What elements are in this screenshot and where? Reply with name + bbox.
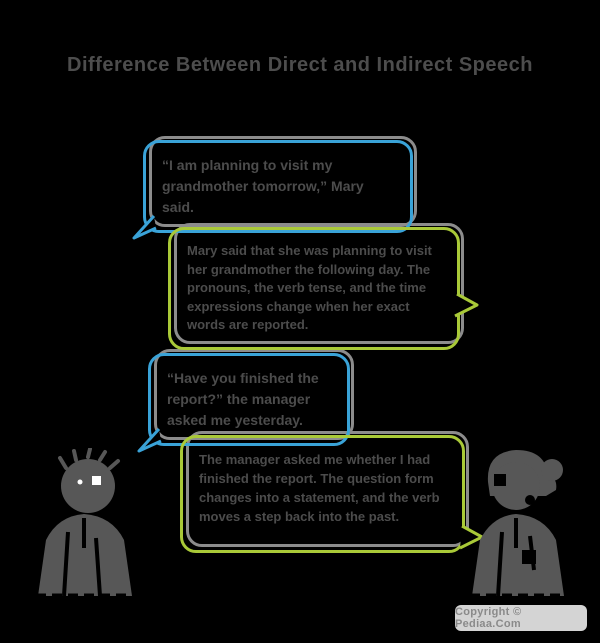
speech-bubble-indirect-1: Mary said that she was planning to visit…: [168, 223, 479, 350]
woman-icon: [466, 444, 572, 598]
page-title: Difference Between Direct and Indirect S…: [67, 54, 533, 76]
watermark-badge: Copyright © Pediaa.Com: [455, 605, 587, 631]
speech-bubble-direct-1: “I am planning to visit my grandmother t…: [132, 136, 417, 240]
man-icon: [30, 448, 136, 598]
watermark-text: Copyright © Pediaa.Com: [455, 606, 522, 630]
speech-bubble-direct-2: “Have you finished the report?” the mana…: [137, 349, 354, 453]
speech-bubble-indirect-2: The manager asked me whether I had finis…: [180, 431, 484, 553]
bubble-tail-right-icon: [453, 292, 479, 318]
bubble-tail-left-icon: [137, 427, 163, 453]
speech-bubble-text: “I am planning to visit my grandmother t…: [162, 157, 364, 215]
bubble-tail-left-icon: [132, 214, 158, 240]
speech-bubble-text: The manager asked me whether I had finis…: [199, 452, 440, 524]
speech-bubble-text: Mary said that she was planning to visit…: [187, 243, 432, 332]
speech-bubble-text: “Have you finished the report?” the mana…: [167, 370, 319, 428]
